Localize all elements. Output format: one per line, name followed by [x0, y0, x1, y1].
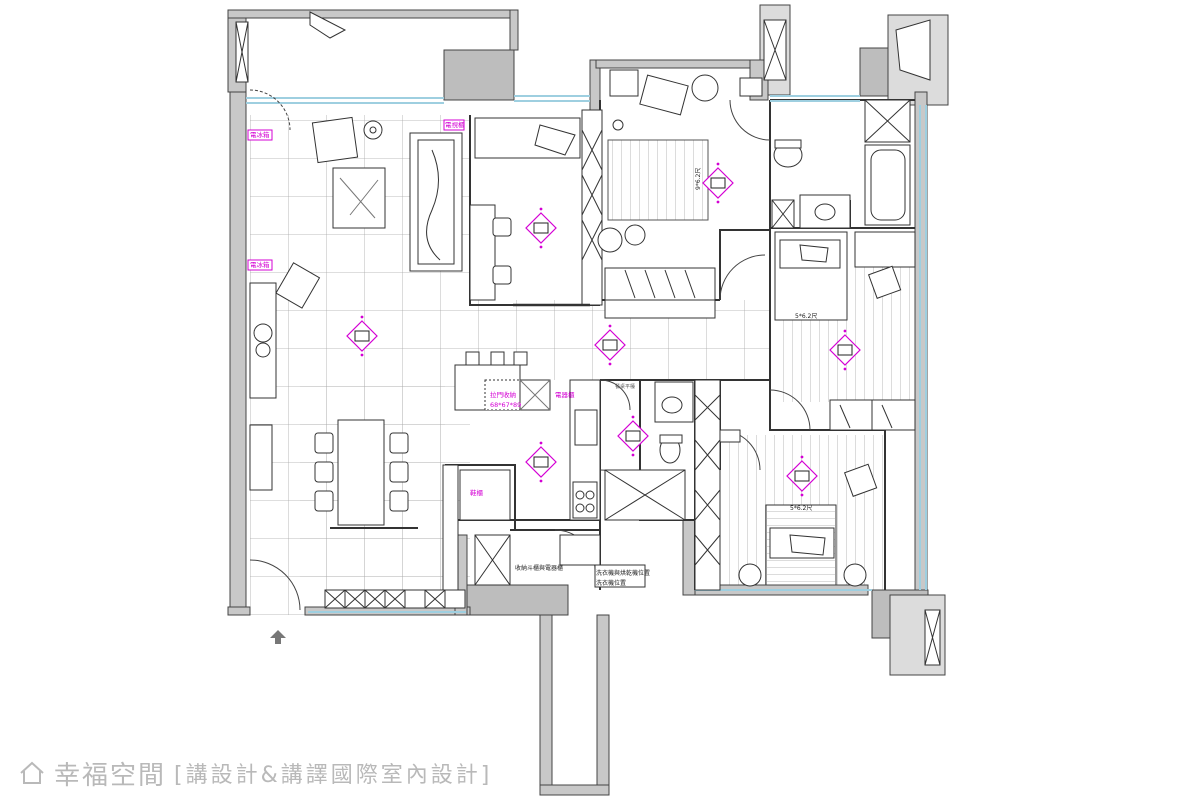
- note-wash-1: 洗衣機與烘乾機位置: [596, 569, 650, 577]
- label-fridge-size: 68*67*89: [490, 401, 521, 409]
- balcony-details: [235, 11, 941, 666]
- watermark-brand: 幸福空間: [54, 760, 167, 791]
- label-fridge-area: 拉門收納: [490, 390, 516, 399]
- label-oven: 電器櫃: [555, 390, 575, 399]
- bathrooms: [604, 99, 911, 521]
- watermark: 幸福空間 [講設計&講譯國際室內設計]: [18, 755, 492, 791]
- label-shoe: 鞋櫃: [470, 488, 484, 497]
- note-master: 9*6.2尺: [695, 168, 702, 190]
- master-bedroom: [597, 69, 763, 319]
- label-fridge-left-2: 電冰箱: [250, 260, 270, 269]
- label-fridge-left-1: 電冰箱: [250, 130, 270, 139]
- watermark-firm: [講設計&講譯國際室內設計]: [174, 763, 493, 788]
- note-bedroom-3: 5*6.2尺: [790, 505, 812, 512]
- study-room: [469, 109, 603, 307]
- notes: 5*6.2尺 5*6.2尺 9*6.2尺 收納斗櫃與電器櫃 洗衣機與烘乾機位置 …: [515, 168, 817, 587]
- utility-area: [474, 534, 646, 588]
- dining-furniture: [314, 419, 418, 529]
- shoe-cabinet: [324, 464, 466, 609]
- note-wash-2: 洗衣機位置: [596, 579, 626, 587]
- note-bedroom-2: 5*6.2尺: [795, 313, 817, 320]
- room-labels: 電冰箱 電冰箱 電視櫃 拉門收納 68*67*89 電器櫃 鞋櫃 餐桌平檯: [250, 120, 635, 497]
- windows: [246, 95, 927, 613]
- label-tv: 電視櫃: [445, 120, 465, 129]
- living-room-furniture: [247, 116, 465, 491]
- label-island: 餐桌平檯: [615, 383, 635, 390]
- entrance-arrow-icon: [270, 630, 286, 644]
- kitchen: [454, 351, 601, 521]
- house-icon: [20, 761, 44, 784]
- bedrooms: [694, 231, 916, 591]
- note-hall: 收納斗櫃與電器櫃: [515, 564, 563, 572]
